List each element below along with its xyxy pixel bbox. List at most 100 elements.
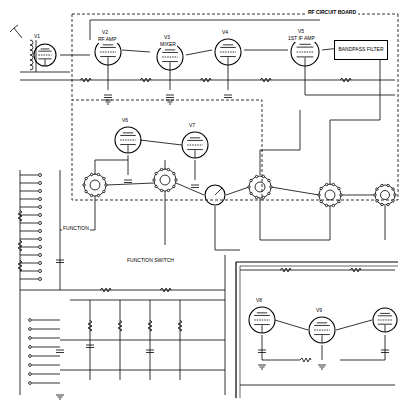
resistor-symbol (260, 78, 271, 82)
wire (90, 20, 320, 40)
wire (341, 195, 375, 196)
wire (240, 270, 395, 271)
wire (262, 335, 300, 360)
ground-symbol (318, 365, 326, 369)
wire (165, 191, 166, 245)
tube-designator: V4 (221, 30, 229, 36)
tube-designator: V9 (315, 308, 323, 314)
tube-designator: V6 (121, 118, 129, 124)
wire (340, 335, 385, 360)
vacuum-tube (291, 38, 319, 66)
filter-box: BANDPASS FILTER (334, 40, 388, 60)
wire (165, 160, 166, 170)
wire (20, 170, 21, 395)
component-array (29, 319, 60, 385)
resistor-symbol (340, 78, 351, 82)
wire (186, 50, 212, 55)
vacuum-tube (34, 44, 56, 66)
vacuum-tube (373, 308, 397, 332)
wire (244, 50, 288, 51)
wire (195, 160, 196, 180)
tube-designator: V5 (297, 29, 305, 35)
antenna-coil (10, 25, 36, 72)
vacuum-tube (157, 44, 183, 70)
resistor-symbol (18, 260, 22, 271)
resistor-symbol (118, 320, 122, 331)
wire (106, 183, 154, 185)
vacuum-tube (215, 39, 241, 65)
ground-symbol (104, 100, 112, 104)
capacitor-symbol (56, 260, 64, 263)
capacitor-symbol (258, 350, 266, 353)
function-label: FUNCTION (62, 226, 90, 232)
wire (385, 206, 386, 240)
capacitor-symbol (191, 185, 199, 188)
wire (228, 65, 229, 90)
board-heading: RF CIRCUIT BOARD (306, 10, 358, 16)
capacitor-symbol (124, 180, 132, 183)
wire (275, 320, 308, 330)
resistor-symbol (280, 268, 291, 272)
wire (60, 196, 95, 230)
resistor-symbol (18, 210, 22, 221)
circuit-board-region: RF CIRCUIT BOARDBANDPASS FILTER (72, 14, 398, 200)
capacitor-symbol (166, 95, 174, 98)
resistor-symbol (148, 320, 152, 331)
tube-designator: V7 (188, 123, 196, 129)
function-switch (205, 185, 225, 205)
resistor-symbol (200, 78, 211, 82)
vacuum-tube (115, 127, 141, 153)
function-label: 1ST IF AMP (287, 36, 316, 42)
wire (60, 370, 225, 371)
wire (226, 187, 249, 195)
terminal-strip (20, 174, 42, 281)
box-label: BANDPASS FILTER (338, 47, 383, 53)
wire (305, 66, 395, 95)
vacuum-tube (182, 132, 208, 158)
function-label: RF AMP (97, 37, 118, 43)
rotary-switch (318, 183, 342, 206)
wire (122, 50, 150, 52)
resistor-symbol (140, 78, 151, 82)
tube-designator: V1 (33, 34, 41, 40)
wire (95, 160, 128, 175)
capacitor-symbol (86, 345, 94, 348)
wire (128, 155, 129, 175)
wire (176, 183, 204, 195)
vacuum-tube (95, 39, 121, 65)
resistor-symbol (80, 78, 91, 82)
function-label: FUNCTION SWITCH (126, 258, 175, 264)
resistor-symbol (178, 320, 182, 331)
function-label: MIXER (159, 42, 177, 48)
capacitor-symbol (146, 350, 154, 353)
resistor-symbol (100, 288, 111, 292)
wire (322, 345, 323, 360)
rotary-switch (248, 175, 272, 198)
rotary-switch (83, 173, 107, 196)
capacitor-symbol (224, 95, 232, 98)
rotary-switch (153, 168, 177, 191)
ground-symbol (166, 100, 174, 104)
capacitor-symbol (56, 350, 64, 353)
chassis-frame (240, 266, 241, 398)
capacitor-symbol (104, 95, 112, 98)
wire (260, 198, 330, 240)
vacuum-tube (309, 317, 335, 343)
capacitor-symbol (381, 350, 389, 353)
wire (225, 255, 226, 395)
wire (60, 340, 225, 341)
resistor-symbol (350, 268, 361, 272)
board-outline (262, 14, 398, 200)
tube-designator: V3 (163, 35, 171, 41)
chassis-frame (240, 266, 398, 267)
ground-symbol (258, 365, 266, 369)
rotary-switch (374, 184, 396, 205)
wire (336, 320, 372, 330)
chassis-frame (236, 261, 398, 262)
wire (330, 60, 380, 185)
chassis-frame (235, 262, 236, 398)
ground-symbol (56, 395, 64, 399)
resistor-symbol (160, 288, 171, 292)
